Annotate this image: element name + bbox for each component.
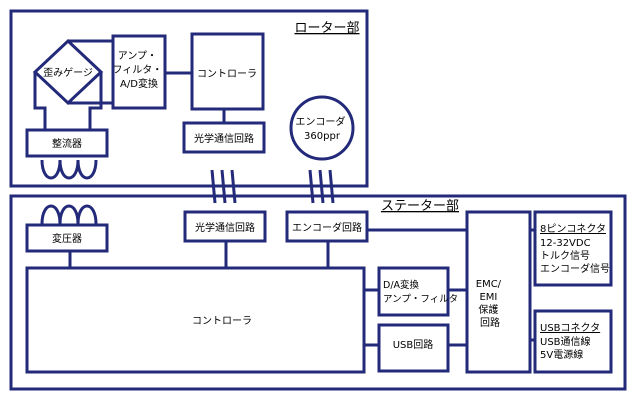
rotor-optical-comm-box [182,121,266,154]
bridge-to-rectifier-left [33,72,47,130]
rectifier-box [25,128,109,158]
usb-circuit-box [377,323,450,373]
connector8-label: 8ピンコネクタ 12-32VDC トルク信号 エンコーダ信号 [540,223,610,275]
encoder-signal-mark-3 [328,169,335,204]
da-amp-filter-line-2: アンプ・フィルタ [383,294,458,305]
encoder-signal-mark-1 [308,169,315,204]
rotor-controller-box [190,32,265,111]
emc-protection-line-3: 保護 [478,303,498,316]
bridge-to-rectifier-right [88,72,103,130]
encoder-signal-mark-2 [318,169,325,204]
emc-protection-line-1: EMC/ [476,279,502,290]
usb-circuit-label: USB回路 [393,338,434,351]
emc-protection-box [465,210,532,374]
rotor-optical-comm-label: 光学通信回路 [194,132,254,145]
usb-connector-line-1: USB通信線 [540,335,591,348]
transformer-label: 変圧器 [52,232,82,245]
optical-signal-mark-2 [220,169,227,204]
rotor-encoder-line-1: エンコーダ [295,115,345,128]
usb-connector-line-2: 5V電源線 [540,348,583,361]
stator-section-title: ステーター部 [381,199,459,214]
da-amp-filter-line-1: D/A変換 [383,279,420,291]
usb-connector-label: USBコネクタ USB通信線 5V電源線 [540,322,603,361]
encoder-circuit-label: エンコーダ回路 [292,221,362,234]
optical-signal-mark-1 [210,169,217,204]
rotor-section-title: ローター部 [294,21,359,36]
amp-filter-ad-line-1: アンプ・ [118,50,157,62]
usb-connector-title: USBコネクタ [540,322,600,334]
optical-signal-mark-3 [230,169,237,204]
strain-gauge-label: 歪みゲージ [43,67,93,79]
stator-coil [40,204,98,225]
connector8-line-3: エンコーダ信号 [540,262,610,275]
amp-filter-ad-line-2: フィルタ・ [113,64,163,76]
connector8-box [533,210,613,287]
connector8-line-1: 12-32VDC [540,238,591,249]
da-amp-filter-label: D/A変換 アンプ・フィルタ [383,279,458,305]
stator-controller-box [25,266,366,374]
rotor-controller-label: コントローラ [197,68,257,80]
amp-filter-ad-label: アンプ・ フィルタ・ A/D変換 [113,50,166,90]
stator-optical-comm-label: 光学通信回路 [195,221,255,234]
rotor-section-frame [9,9,369,188]
da-amp-filter-box [377,266,450,317]
stator-section-frame [9,194,627,391]
emc-protection-label: EMC/ EMI 保護 回路 [476,279,505,329]
rotor-encoder-label: エンコーダ 360ppr [295,115,348,142]
rotor-encoder-line-2: 360ppr [304,131,341,142]
transformer-box [25,223,109,253]
emc-protection-line-2: EMI [479,292,497,303]
connector8-title: 8ピンコネクタ [540,223,606,235]
connector8-line-2: トルク信号 [540,250,590,262]
stator-controller-label: コントローラ [192,315,252,327]
emc-protection-line-4: 回路 [480,316,500,329]
rectifier-label: 整流器 [52,137,82,150]
rotor-coil [40,159,98,180]
amp-filter-ad-line-3: A/D変換 [120,77,158,90]
rotor-encoder-circle [289,95,355,161]
